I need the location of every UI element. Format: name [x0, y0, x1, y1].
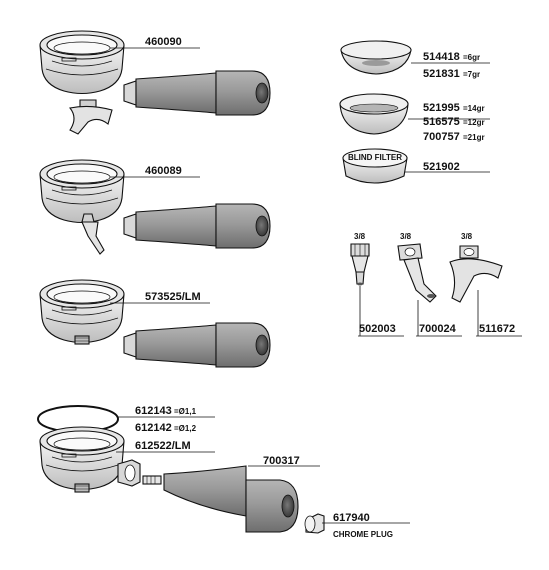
- part-number-511672: 511672: [479, 323, 515, 335]
- part-number-460089: 460089: [145, 165, 182, 177]
- part-number-502003: 502003: [359, 323, 396, 335]
- part-number-460090: 460090: [145, 36, 182, 48]
- filter-basket-521995: [339, 93, 409, 135]
- part-number-521995: 521995: [423, 102, 460, 114]
- blind-filter-label: BLIND FILTER: [348, 153, 402, 162]
- filter-basket-514418: [340, 40, 412, 75]
- part-number-521831: 521831: [423, 68, 460, 80]
- part-number-700317: 700317: [263, 455, 300, 467]
- basket-dose-514418: =6gr: [463, 53, 480, 62]
- basket-dose-521995: =14gr: [463, 104, 485, 113]
- part-number-700757: 700757: [423, 131, 460, 143]
- thread-size-511672: 3/8: [461, 232, 473, 241]
- part-number-700024: 700024: [419, 323, 457, 335]
- thread-size-502003: 3/8: [354, 232, 366, 241]
- spout-502003: [350, 243, 370, 286]
- portafilter-612522-lm: [37, 405, 162, 493]
- part-number-516575: 516575: [423, 116, 460, 128]
- part-number-617940: 617940: [333, 512, 370, 524]
- basket-dose-521831: =7gr: [463, 70, 480, 79]
- blind-filter-521902: BLIND FILTER: [342, 148, 408, 184]
- portafilter-573525-lm: [39, 279, 271, 368]
- basket-dose-700757: =21gr: [463, 133, 485, 142]
- gasket-size-612142: =Ø1,2: [174, 424, 197, 433]
- chrome-plug-label: CHROME PLUG: [333, 530, 393, 539]
- gasket-size-612143: =Ø1,1: [174, 407, 197, 416]
- spout-700024: [397, 243, 437, 303]
- part-number-521902: 521902: [423, 161, 460, 173]
- part-number-612522-lm: 612522/LM: [135, 440, 191, 452]
- part-number-514418: 514418: [423, 51, 460, 63]
- handle-700317: [163, 465, 299, 533]
- thread-size-700024: 3/8: [400, 232, 412, 241]
- spout-511672: [449, 245, 503, 303]
- part-number-612142: 612142: [135, 422, 172, 434]
- portafilter-460089: [39, 159, 271, 255]
- part-number-612143: 612143: [135, 405, 172, 417]
- chrome-plug-617940: [304, 513, 325, 534]
- portafilter-460090: [39, 30, 271, 135]
- basket-dose-516575: =12gr: [463, 118, 485, 127]
- part-number-573525-lm: 573525/LM: [145, 291, 201, 303]
